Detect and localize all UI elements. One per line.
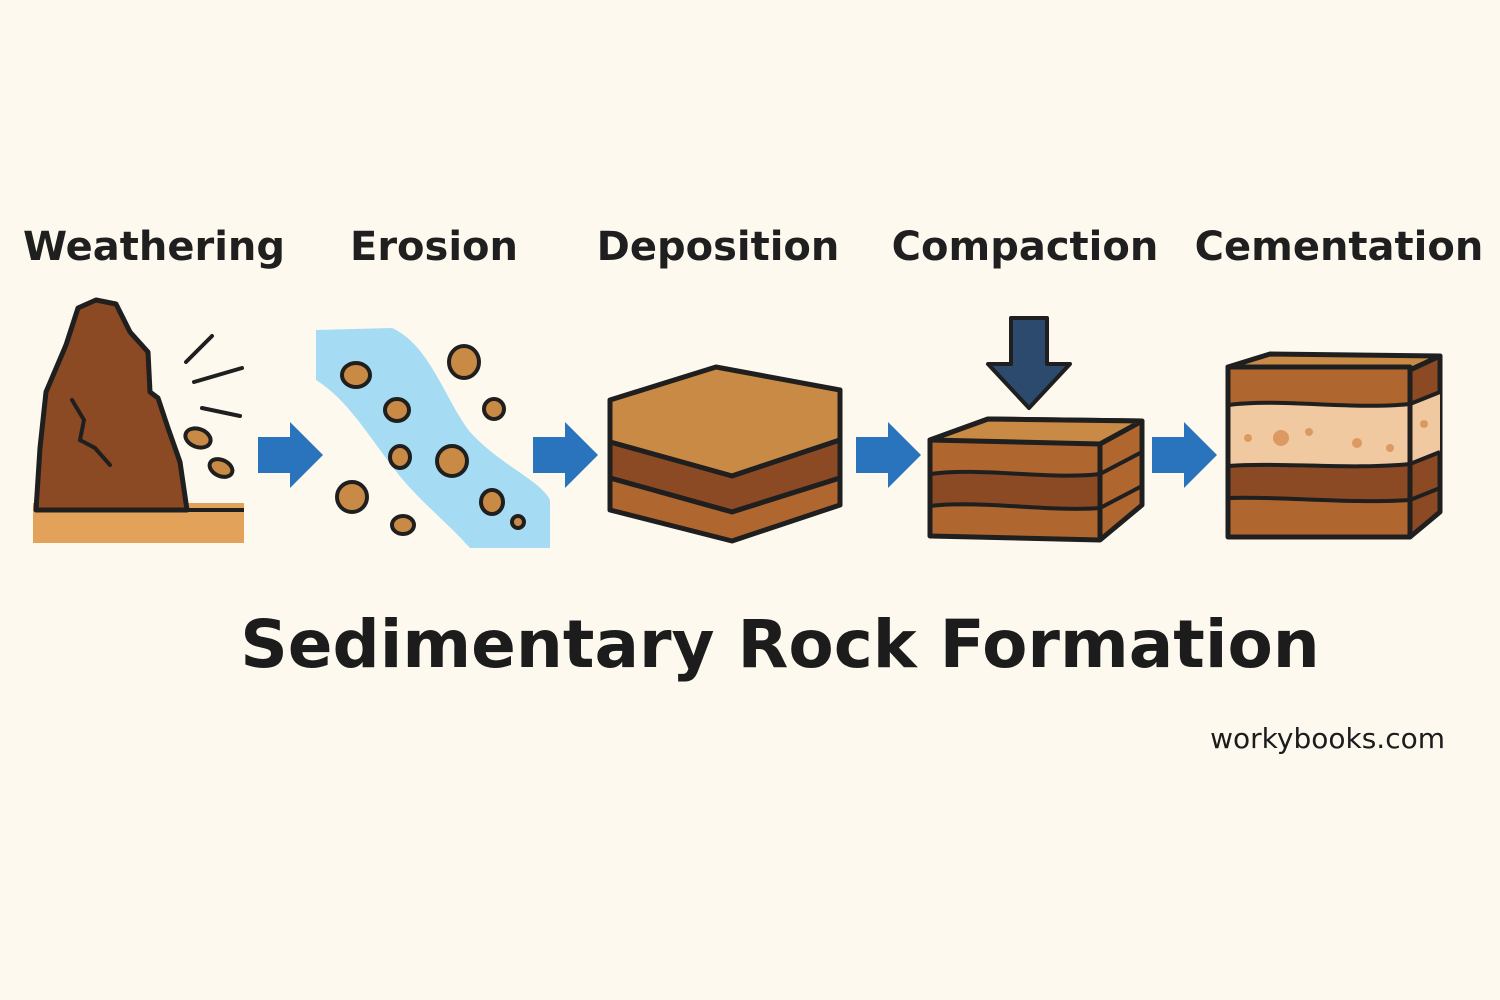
- deposition-layers-icon: [607, 364, 843, 544]
- arrow-right-icon: [856, 422, 921, 488]
- step-label-deposition: Deposition: [596, 224, 840, 270]
- step-label-erosion: Erosion: [349, 224, 519, 270]
- arrow-right-icon: [1152, 422, 1217, 488]
- press-down-arrow-icon: [986, 316, 1072, 410]
- diagram-title: Sedimentary Rock Formation: [240, 606, 1320, 683]
- site-credit: workybooks.com: [1210, 722, 1445, 755]
- cementation-block-icon: [1225, 351, 1443, 540]
- step-label-compaction: Compaction: [891, 224, 1159, 270]
- arrow-right-icon: [258, 422, 323, 488]
- step-label-weathering: Weathering: [22, 224, 286, 270]
- compaction-block-icon: [927, 316, 1145, 543]
- weathering-rock-icon: [33, 297, 244, 543]
- arrow-right-icon: [533, 422, 598, 488]
- step-label-cementation: Cementation: [1194, 224, 1484, 270]
- erosion-stream-icon: [316, 328, 550, 548]
